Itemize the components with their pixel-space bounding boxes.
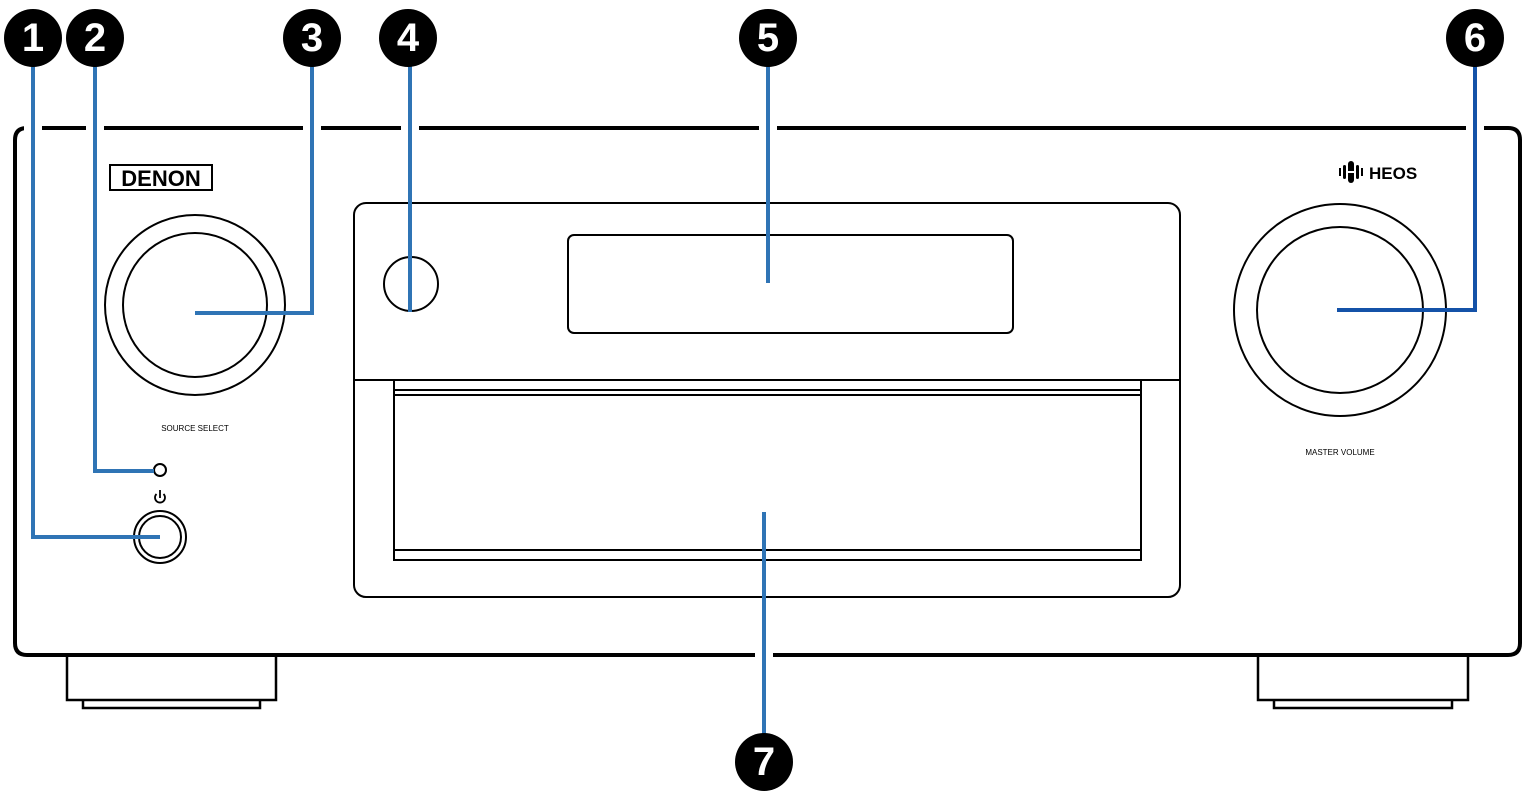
callout-badge-7: 7 <box>735 733 793 791</box>
svg-text:2: 2 <box>84 16 106 60</box>
master-volume-label: MASTER VOLUME <box>1305 448 1374 457</box>
callout-badge-1: 1 <box>4 9 62 67</box>
callout-badge-3: 3 <box>283 9 341 67</box>
callout-badge-6: 6 <box>1446 9 1504 67</box>
callout-line-2 <box>93 60 154 473</box>
source-select-label: SOURCE SELECT <box>161 424 229 433</box>
source-select-knob[interactable] <box>104 214 286 396</box>
svg-text:4: 4 <box>397 16 420 60</box>
callout-line-6 <box>1337 60 1477 312</box>
svg-text:1: 1 <box>22 16 44 60</box>
svg-text:HEOS: HEOS <box>1369 164 1417 183</box>
callout-badge-4: 4 <box>379 9 437 67</box>
power-indicator-led <box>153 463 167 477</box>
heos-icon <box>1339 161 1363 183</box>
denon-logo: DENON <box>109 164 213 191</box>
callout-line-1 <box>31 60 160 539</box>
callout-lines <box>24 60 1484 740</box>
svg-text:DENON: DENON <box>121 166 200 191</box>
heos-logo: HEOS <box>1339 161 1417 183</box>
svg-text:5: 5 <box>757 16 779 60</box>
callout-badge-5: 5 <box>739 9 797 67</box>
right-foot <box>1256 657 1470 710</box>
left-foot <box>65 657 278 710</box>
display <box>567 234 1014 334</box>
front-door-flap[interactable] <box>393 380 1142 561</box>
svg-text:6: 6 <box>1464 16 1486 60</box>
svg-text:7: 7 <box>753 740 775 784</box>
power-icon <box>154 490 166 504</box>
callout-badge-2: 2 <box>66 9 124 67</box>
callout-line-3 <box>195 60 314 315</box>
svg-text:3: 3 <box>301 16 323 60</box>
receiver-body <box>13 126 1522 657</box>
